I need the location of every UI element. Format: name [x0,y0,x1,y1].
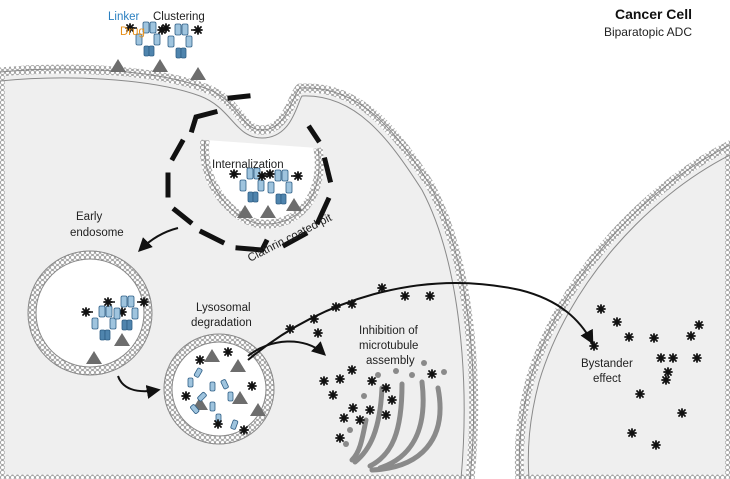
label-lysosomal-line2: degradation [191,317,252,329]
label-internalization: Internalization [212,159,284,171]
legend-linker: Linker [108,11,139,23]
label-inhibition-line3: assembly [366,355,415,367]
process-arrows [117,227,594,399]
label-lysosomal-line1: Lysosomal [196,302,251,314]
lysosome [163,333,275,445]
legend-drug: Drug [120,26,145,38]
arrow-to-bystander [247,282,594,361]
microtubules [349,379,443,473]
early-endosome [27,250,153,376]
label-early-endosome-line2: endosome [70,227,124,239]
page-subtitle: Biparatopic ADC [604,25,692,39]
arrow-to-microtubule [247,340,327,357]
label-bystander-line1: Bystander [581,358,633,370]
arrow-to-endosome [138,227,179,252]
label-inhibition-line1: Inhibition of [359,325,419,337]
label-early-endosome-line1: Early [76,211,102,223]
clathrin-coat [165,93,334,253]
label-bystander-line2: effect [593,373,622,385]
neighbour-cell [514,139,730,479]
arrow-to-lysosome [117,375,161,399]
tubulin-dots [343,360,447,447]
legend-clustering: Clustering [153,11,205,23]
label-inhibition-line2: microtubule [359,340,418,352]
page-title: Cancer Cell [615,6,692,22]
